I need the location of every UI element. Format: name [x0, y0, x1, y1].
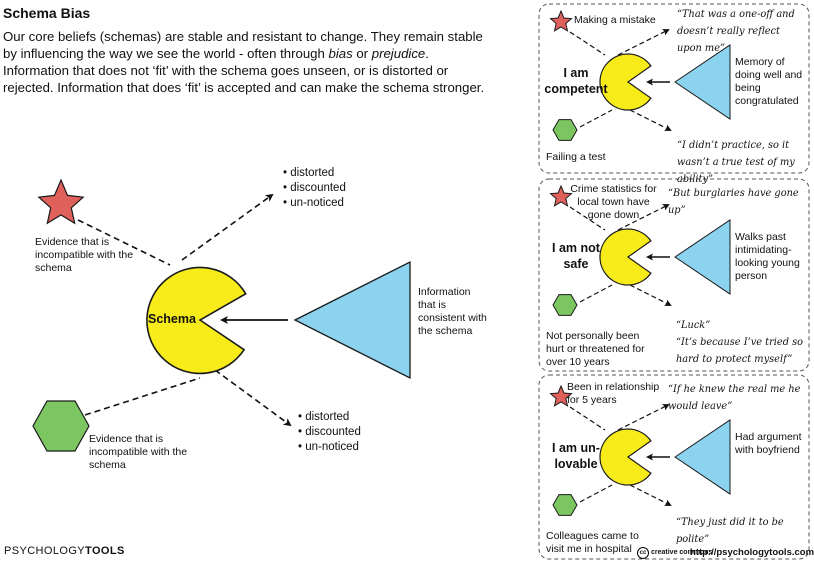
belief-line-1: I am un-	[552, 441, 600, 455]
star-connector	[569, 406, 606, 431]
triangle-label: Walks past intimidating-looking young pe…	[735, 231, 800, 282]
schema-label: Schema	[148, 312, 196, 326]
hex-connector	[579, 284, 613, 303]
hex-connector	[84, 377, 201, 416]
distort-arrow-top	[181, 193, 274, 261]
triangle-icon	[293, 260, 411, 380]
distort-arrow	[617, 204, 670, 231]
belief-line-1: I am	[563, 66, 589, 80]
belief-line-2: lovable	[554, 457, 598, 471]
panel-1	[549, 9, 731, 141]
star-connector	[569, 206, 606, 231]
outcome-item: • distorted	[298, 411, 350, 423]
star-connector	[569, 31, 606, 56]
hexagon-icon	[552, 294, 578, 316]
hexagon-icon	[552, 494, 578, 516]
consistent-info-label: Information that is consistent with the …	[418, 286, 487, 337]
star-quote: “But burglaries have gone up”	[668, 188, 799, 216]
distort-arrow-bottom	[214, 369, 292, 427]
panel-shapes	[549, 9, 731, 516]
outcome-item: • un-noticed	[298, 441, 359, 453]
hexagon-icon	[552, 119, 578, 141]
panel-border-1	[538, 3, 810, 174]
hexagon-icon	[32, 400, 90, 452]
star-quote: “If he knew the real me he would leave”	[668, 384, 801, 412]
website-link[interactable]: http://psychologytools.com	[690, 547, 814, 558]
outcomes-top: • distorted • discounted • un-noticed	[283, 166, 346, 211]
triangle-icon	[674, 44, 731, 120]
panel-border-3	[538, 374, 810, 560]
panel-border-2	[538, 178, 810, 372]
pacman-icon	[599, 428, 652, 486]
pacman-icon	[599, 228, 652, 286]
distort-arrow	[617, 404, 670, 431]
star-icon	[37, 178, 85, 225]
hex-connector	[579, 484, 613, 503]
star-icon	[549, 384, 573, 407]
panel-2	[549, 184, 731, 316]
outcome-item: • distorted	[283, 167, 335, 179]
pacman-icon	[146, 266, 247, 375]
star-label: Making a mistake	[574, 14, 656, 26]
belief-line-1: I am not	[552, 241, 600, 255]
distort-arrow	[629, 284, 672, 306]
belief-line-2: safe	[563, 257, 589, 271]
example-panels	[538, 3, 810, 560]
hex-quote: “I didn’t practice, so it wasn’t a true …	[677, 140, 795, 185]
intro-text: Our core beliefs (schemas) are stable an…	[3, 29, 485, 95]
page-title: Schema Bias	[3, 5, 91, 21]
outcomes-bottom: • distorted • discounted • un-noticed	[298, 410, 361, 455]
hex-quote: “They just did it to be polite”	[676, 517, 784, 545]
hex-evidence-label: Evidence that is incompatible with the s…	[89, 433, 188, 471]
triangle-label: Had argument with boyfriend	[735, 431, 802, 456]
outcome-item: • discounted	[283, 182, 346, 194]
distort-arrow	[617, 29, 670, 56]
cc-icon: cc	[637, 547, 649, 559]
belief-line-2: competent	[544, 82, 608, 96]
panel-3	[549, 384, 731, 516]
distort-arrow	[629, 484, 672, 506]
main-diagram	[32, 178, 411, 452]
star-connector	[77, 219, 171, 266]
outcome-item: • discounted	[298, 426, 361, 438]
star-icon	[549, 184, 573, 207]
brand-logo: PSYCHOLOGYTOOLS	[4, 545, 125, 557]
star-evidence-label: Evidence that is incompatible with the s…	[35, 236, 134, 274]
pacman-icon	[599, 53, 652, 111]
hex-label: Not personally been hurt or threatened f…	[546, 330, 645, 368]
star-icon	[549, 9, 573, 32]
hex-quote-1: “Luck”	[676, 320, 711, 331]
triangle-icon	[674, 219, 731, 295]
star-label: Crime statistics for local town have gon…	[570, 183, 657, 221]
star-quote: “That was a one-off and doesn’t really r…	[677, 9, 795, 54]
hex-quote-2: “It’s because I’ve tried so hard to prot…	[676, 337, 804, 365]
triangle-label: Memory of doing well and being congratul…	[735, 56, 803, 107]
distort-arrow	[629, 109, 672, 131]
star-label: Been in relationship for 5 years	[567, 381, 660, 406]
hex-label: Failing a test	[546, 151, 606, 163]
outcome-item: • un-noticed	[283, 197, 344, 209]
hex-label: Colleagues came to visit me in hospital	[546, 530, 639, 555]
hex-connector	[579, 109, 613, 128]
triangle-icon	[674, 419, 731, 495]
